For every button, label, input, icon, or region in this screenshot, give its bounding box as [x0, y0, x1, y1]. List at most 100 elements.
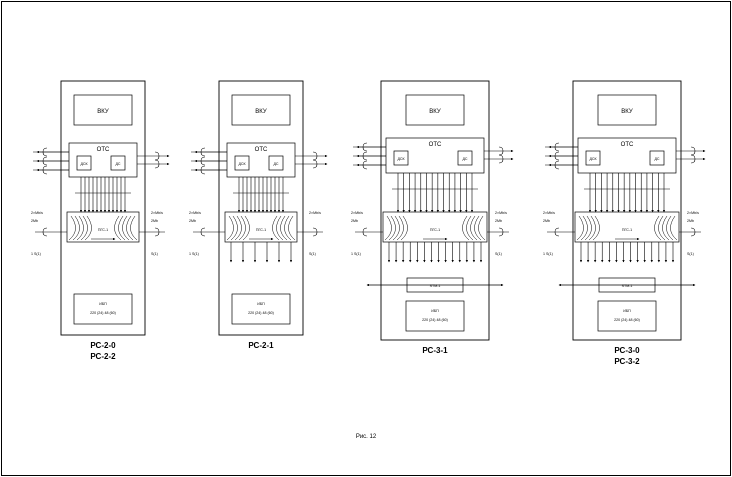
route-curve-left	[68, 215, 76, 241]
ibp-label: ИБП	[431, 309, 439, 313]
route-curve-left	[242, 215, 250, 241]
left-bracket-1	[362, 151, 368, 161]
route-curve-left	[230, 215, 238, 241]
station-frame	[60, 80, 146, 336]
route-curve-right	[478, 215, 486, 241]
switch-label: ПГС-1	[430, 228, 440, 232]
route-curve-left	[238, 215, 246, 241]
route-curve-left	[80, 215, 88, 241]
switch-label: ПГС-1	[256, 228, 266, 232]
vku-label: ВКУ	[621, 109, 633, 115]
left-bracket-2	[200, 165, 206, 175]
route-curve-left	[400, 215, 408, 241]
io-right-bottom: 2Мb	[151, 219, 158, 223]
trunk-bracket-right	[154, 227, 160, 237]
right-bracket-1	[498, 154, 504, 164]
vku-label: ВКУ	[97, 109, 109, 115]
route-curve-right	[462, 215, 470, 241]
route-curve-right	[466, 215, 474, 241]
trunk-bracket-left	[200, 227, 206, 237]
route-curve-left	[392, 215, 400, 241]
route-curve-left	[84, 215, 92, 241]
route-curve-right	[654, 215, 662, 241]
trunk-bracket-left	[554, 227, 560, 237]
route-curve-left	[384, 215, 392, 241]
station-caption: РС-2-0	[90, 341, 116, 350]
ots-block	[68, 142, 138, 178]
route-curve-right	[470, 215, 478, 241]
stm-box	[406, 277, 464, 293]
route-curve-left	[580, 215, 588, 241]
trunk-bracket-right	[312, 227, 318, 237]
station-caption: РС-3-2	[614, 357, 640, 366]
right-bracket-0	[690, 146, 696, 156]
ds-label: ДС	[654, 157, 659, 161]
switch-block	[224, 211, 298, 243]
ibp-label: ИБП	[623, 309, 631, 313]
dsk-module	[234, 155, 250, 171]
dsk-module	[76, 155, 92, 171]
left-bracket-1	[42, 156, 48, 166]
io-right-top: 2×Mb/s	[151, 211, 163, 215]
left-bracket-0	[200, 147, 206, 157]
route-curve-right	[288, 215, 296, 241]
vku-box	[73, 94, 133, 126]
trunk-bracket-left	[362, 227, 368, 237]
foot-right: S(1)	[151, 252, 158, 256]
switch-label: ПГС-1	[98, 228, 108, 232]
ots-block	[577, 137, 677, 174]
ots-label: ОТС	[621, 142, 634, 148]
route-curve-right	[118, 215, 126, 241]
left-bracket-2	[554, 160, 560, 170]
right-bracket-1	[312, 159, 318, 169]
route-curve-left	[588, 215, 596, 241]
route-curve-right	[130, 215, 138, 241]
route-curve-right	[284, 215, 292, 241]
ds-module	[268, 155, 284, 171]
ibp-label: ИБП	[257, 302, 265, 306]
io-right-bottom: 2Мb	[495, 219, 502, 223]
route-curve-left	[76, 215, 84, 241]
trunk-bracket-right	[498, 227, 504, 237]
vku-label: ВКУ	[429, 109, 441, 115]
ibp-power: 220 (24) 48 (60)	[614, 318, 640, 322]
io-right-top: 2×Mb/s	[309, 211, 321, 215]
route-curve-left	[396, 215, 404, 241]
left-bracket-1	[554, 151, 560, 161]
dsk-label: ДСК	[589, 157, 597, 161]
route-curve-right	[276, 215, 284, 241]
dsk-label: ДСК	[397, 157, 405, 161]
left-bracket-2	[362, 160, 368, 170]
route-curve-right	[280, 215, 288, 241]
station-caption: РС-2-2	[90, 352, 116, 361]
foot-right: S(1)	[687, 252, 694, 256]
foot-left: 1 S(1)	[543, 252, 553, 256]
vku-box	[231, 94, 291, 126]
vku-label: ВКУ	[255, 109, 267, 115]
dsk-label: ДСК	[80, 162, 88, 166]
foot-left: 1 S(1)	[189, 252, 199, 256]
left-bracket-0	[362, 142, 368, 152]
ibp-box	[405, 300, 465, 332]
stm-box	[598, 277, 656, 293]
io-left-bottom: 2Мb	[543, 219, 550, 223]
right-bracket-1	[690, 154, 696, 164]
ds-label: ДС	[273, 162, 278, 166]
ots-label: ОТС	[97, 147, 110, 153]
ds-module	[649, 150, 665, 166]
io-left-bottom: 2Мb	[31, 219, 38, 223]
route-curve-left	[234, 215, 242, 241]
right-bracket-1	[154, 159, 160, 169]
stm-label: STM-1	[430, 284, 441, 288]
station-caption: РС-3-1	[422, 346, 448, 355]
io-left-bottom: 2Мb	[351, 219, 358, 223]
ds-label: ДС	[462, 157, 467, 161]
io-left-bottom: 2Мb	[189, 219, 196, 223]
switch-block	[382, 211, 488, 243]
station-frame	[218, 80, 304, 336]
dsk-module	[393, 150, 409, 166]
